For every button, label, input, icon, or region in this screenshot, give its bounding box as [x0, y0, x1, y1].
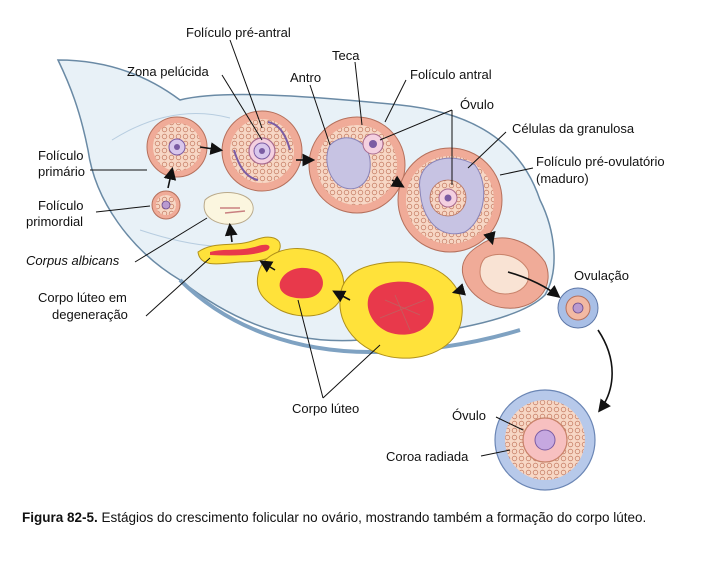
label-celulas-granulosa: Células da granulosa: [512, 121, 635, 136]
label-foliculo-antral: Folículo antral: [410, 67, 492, 82]
ruptured-follicle: [461, 237, 549, 309]
label-corpo-luteo-degen-1: Corpo lúteo em: [38, 290, 127, 305]
label-corpus-albicans: Corpus albicans: [26, 253, 120, 268]
follicle-diagram: Folículo pré-antral Zona pelúcida Teca A…: [26, 25, 665, 491]
primordial-follicle: [151, 190, 181, 220]
arrow-to-corpus-luteum: [451, 283, 466, 296]
label-ovulo-top: Óvulo: [460, 97, 494, 112]
label-foliculo-primario-1: Folículo: [38, 148, 84, 163]
label-coroa-radiada: Coroa radiada: [386, 449, 469, 464]
labels: Folículo pré-antral Zona pelúcida Teca A…: [26, 25, 665, 464]
arrow-antral-to-preovulatory: [390, 175, 405, 188]
corpus-luteum-large: [339, 261, 463, 359]
antral-follicle: [308, 116, 406, 214]
arrow-to-corona: [597, 329, 613, 413]
label-foliculo-primordial-2: primordial: [26, 214, 83, 229]
corpus-albicans: [203, 192, 254, 225]
label-foliculo-primario-2: primário: [38, 164, 85, 179]
label-ovulacao: Ovulação: [574, 268, 629, 283]
arrow-luteum-to-degenerating: [259, 260, 276, 273]
label-foliculo-pre-antral: Folículo pré-antral: [186, 25, 291, 40]
arrow-primary-to-preantral: [199, 142, 224, 155]
released-oocyte: [557, 287, 599, 329]
label-teca: Teca: [332, 48, 360, 63]
degenerating-corpus-luteum: [197, 236, 281, 265]
label-zona-pelucida: Zona pelúcida: [127, 64, 209, 79]
arrow-to-ovulation: [507, 271, 561, 298]
figure-caption-text: Estágios do crescimento folicular no ová…: [97, 510, 647, 525]
figure-number: Figura 82-5.: [22, 510, 98, 525]
arrow-luteum-large-to-small: [332, 290, 351, 303]
arrow-primordial-to-primary: [163, 166, 177, 189]
preovulatory-follicle: [397, 147, 503, 253]
label-corpo-luteo-degen-2: degeneração: [52, 307, 128, 322]
primary-follicle: [146, 116, 208, 178]
label-ovulo-bottom: Óvulo: [452, 408, 486, 423]
label-foliculo-pre-ovulatorio-2: (maduro): [536, 171, 589, 186]
oocyte-corona-radiata: [494, 389, 596, 491]
figure-caption: Figura 82-5. Estágios do crescimento fol…: [22, 508, 694, 528]
label-foliculo-primordial-1: Folículo: [38, 198, 84, 213]
stage-arrows: [163, 142, 613, 413]
label-antro: Antro: [290, 70, 321, 85]
preantral-follicle: [221, 110, 303, 192]
leader-lines: [90, 39, 534, 457]
arrow-to-rupture: [483, 231, 496, 246]
arrow-degenerating-to-albicans: [224, 222, 238, 243]
label-foliculo-pre-ovulatorio-1: Folículo pré-ovulatório: [536, 154, 665, 169]
corpus-luteum-small: [256, 247, 345, 317]
label-corpo-luteo: Corpo lúteo: [292, 401, 359, 416]
